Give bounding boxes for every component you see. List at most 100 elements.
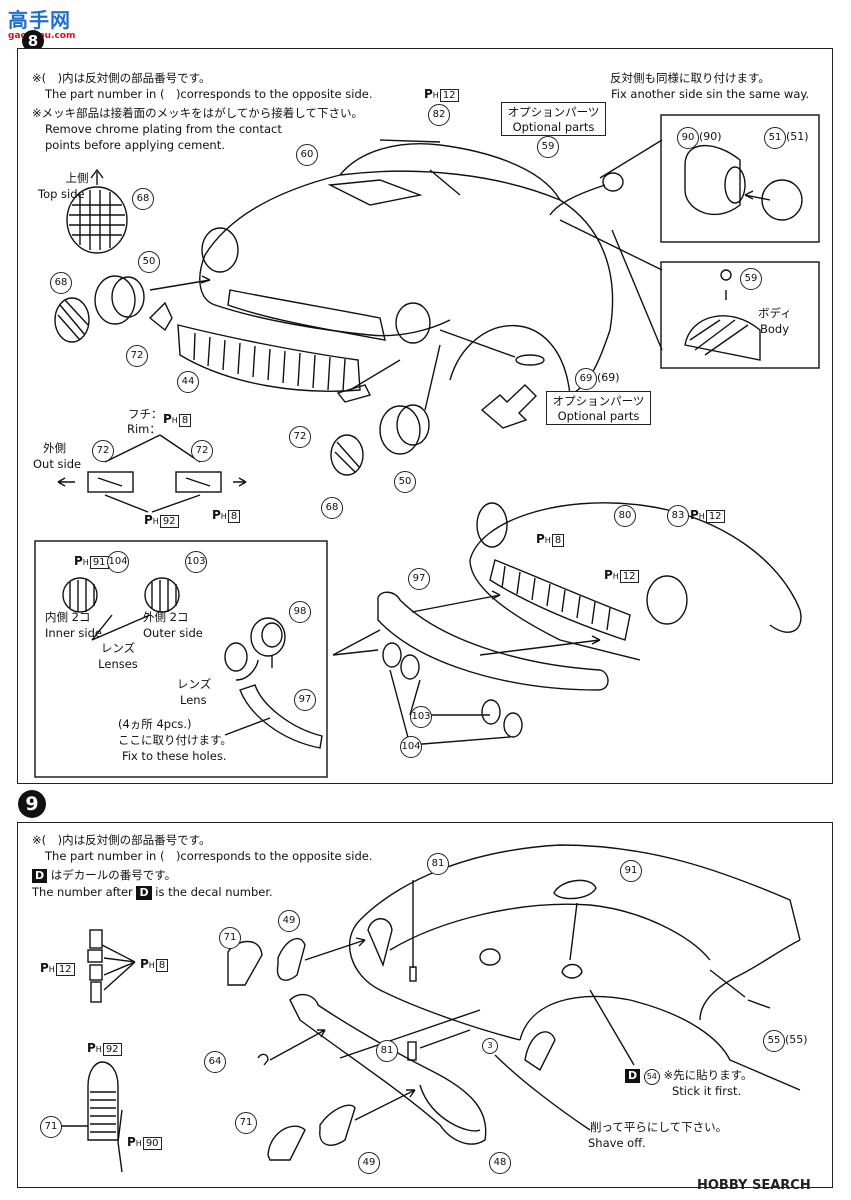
paint-ph92-step9-value: 92 (102, 1043, 122, 1056)
shave-off-en: Shave off. (588, 1136, 646, 1150)
step9-note1-en: The part number in ( )corresponds to the… (45, 849, 373, 863)
part-55: 55 (763, 1030, 785, 1052)
step9-decal-jp: D はデカールの番号です。 (32, 867, 176, 883)
part-90: 90 (677, 127, 699, 149)
holes-en: Fix to these holes. (122, 749, 227, 763)
lenses-jp: レンズ (100, 641, 136, 655)
paint-ph12-step9-value: 12 (55, 963, 75, 976)
part-81-top: 81 (427, 853, 449, 875)
part-91: 91 (620, 860, 642, 882)
step-9-panel (17, 822, 833, 1188)
part-90-opposite: (90) (699, 130, 722, 143)
part-72-rim-left: 72 (92, 440, 114, 462)
outer-side-jp: 外側 2コ (143, 610, 189, 624)
part-50-right: 50 (394, 471, 416, 493)
paint-ph12-83-value: 12 (705, 510, 725, 523)
option2-jp: オプションパーツ (552, 394, 645, 408)
step8-note2-en2: points before applying cement. (45, 138, 225, 152)
part-48: 48 (489, 1152, 511, 1174)
watermark-hobby: HOBBY (697, 1178, 748, 1193)
decal-54-label: D 54 ※先に貼ります。 (625, 1067, 752, 1085)
part-104-inset: 104 (107, 551, 129, 573)
part-82: 82 (428, 104, 450, 126)
part-69: 69 (575, 368, 597, 390)
part-60: 60 (296, 144, 318, 166)
decal-letter-badge-3: D (625, 1069, 641, 1083)
body-jp: ボディ (758, 306, 792, 320)
step8-note1-en: The part number in ( )corresponds to the… (45, 87, 373, 101)
lens-jp: レンズ (177, 677, 212, 691)
step9-note1-jp: ※( )内は反対側の部品番号です。 (32, 833, 211, 847)
part-72-rim-right: 72 (191, 440, 213, 462)
part-64: 64 (204, 1051, 226, 1073)
decal-jp-text: はデカールの番号です。 (50, 868, 177, 882)
paint-ph92-value: 92 (159, 515, 179, 528)
top-side-jp: 上側 (65, 171, 89, 185)
part-72-right: 72 (289, 426, 311, 448)
watermark-cn: 高手网 (8, 8, 71, 32)
part-50-left: 50 (138, 251, 160, 273)
shave-off-jp: 削って平らにして下さい。 (590, 1120, 728, 1134)
rim-jp: フチ： (128, 407, 163, 421)
watermark-logo-bottom: HOBBY SEARCH (697, 1178, 811, 1193)
step-8-number-badge: 8 (22, 30, 44, 52)
option-parts-label-2: オプションパーツ Optional parts (546, 391, 651, 425)
outside-en: Out side (33, 457, 82, 471)
paint-ph8-rim-right-value: 8 (227, 510, 241, 523)
inner-side-jp: 内側 2コ (45, 610, 91, 624)
part-71-small: 71 (40, 1116, 62, 1138)
step8-note1-jp: ※( )内は反対側の部品番号です。 (32, 71, 211, 85)
part-81-bottom: 81 (376, 1040, 398, 1062)
paint-ph12-82-value: 12 (439, 89, 459, 102)
part-80: 80 (614, 505, 636, 527)
part-72-left: 72 (126, 345, 148, 367)
part-71-top: 71 (219, 927, 241, 949)
part-83: 83 (667, 505, 689, 527)
part-51-opposite: (51) (786, 130, 809, 143)
fix-other-side-jp: 反対側も同様に取り付けます。 (610, 71, 770, 85)
paint-ph12-80-value: 12 (619, 570, 639, 583)
paint-ph90-step9-value: 90 (142, 1137, 162, 1150)
outer-side-en: Outer side (143, 626, 203, 640)
decal-en-b: is the decal number. (155, 885, 273, 899)
fix-other-side-en: Fix another side sin the same way. (611, 87, 810, 101)
option-parts-label-1: オプションパーツ Optional parts (501, 102, 606, 136)
part-104: 104 (400, 736, 422, 758)
stick-first-jp: ※先に貼ります。 (663, 1068, 753, 1082)
part-97-inset: 97 (294, 689, 316, 711)
part-59-inset: 59 (740, 268, 762, 290)
step9-decal-en: The number after D is the decal number. (32, 884, 273, 900)
option1-jp: オプションパーツ (507, 105, 600, 119)
rim-en: Rim： (127, 422, 161, 436)
decal-letter-badge-2: D (136, 886, 152, 900)
option2-en: Optional parts (557, 409, 640, 423)
holes-pcs: (4ヵ所 4pcs.) (118, 717, 192, 731)
part-3: 3 (482, 1038, 498, 1054)
paint-ph8-80-value: 8 (551, 534, 565, 547)
decal-54-number: 54 (643, 1069, 660, 1085)
part-49-top: 49 (278, 910, 300, 932)
part-68-right: 68 (321, 497, 343, 519)
decal-en-a: The number after (32, 885, 133, 899)
top-side-en: Top side (38, 187, 85, 201)
part-68-left: 68 (50, 272, 72, 294)
part-69-opposite: (69) (597, 371, 620, 384)
option1-en: Optional parts (512, 120, 595, 134)
paint-ph8-step9-value: 8 (155, 959, 169, 972)
part-59-mirror: 59 (537, 136, 559, 158)
part-98: 98 (289, 601, 311, 623)
step8-note2-jp: ※メッキ部品は接着面のメッキをはがしてから接着して下さい。 (32, 106, 363, 120)
step-9-number-badge: 9 (18, 790, 46, 818)
